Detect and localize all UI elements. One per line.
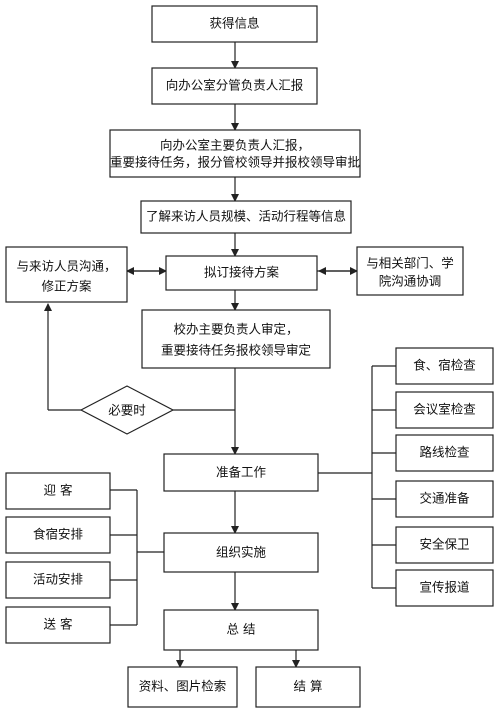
communicate-visitors-line1: 与来访人员沟通， (16, 259, 116, 274)
draft-plan-box: 拟订接待方案 (165, 255, 318, 291)
summary-label: 总 结 (227, 622, 256, 637)
archive-photos-box: 资料、图片检索 (127, 666, 238, 708)
left-item-farewell: 送 客 (5, 606, 111, 644)
report-office-head-line1: 向办公室主要负责人汇报， (160, 138, 310, 153)
office-head-review-line1: 校办主要负责人审定， (173, 322, 298, 337)
preparation-box: 准备工作 (163, 453, 319, 492)
when-necessary-label: 必要时 (108, 403, 146, 418)
archive-photos-label: 资料、图片检索 (139, 679, 227, 694)
connectors (44, 42, 396, 668)
obtain-info-box: 获得信息 (151, 5, 318, 43)
report-office-head-line2: 重要接待任务，报分管校领导并报校领导审批 (110, 155, 360, 170)
left-item-label: 迎 客 (44, 483, 73, 498)
draft-plan-label: 拟订接待方案 (204, 265, 280, 280)
obtain-info-label: 获得信息 (209, 16, 259, 31)
right-item-label: 宣传报道 (419, 580, 470, 595)
right-item-transport: 交通准备 (395, 480, 494, 518)
settlement-box: 结 算 (255, 666, 361, 708)
office-head-review-line2: 重要接待任务报校领导审定 (161, 343, 311, 358)
preparation-label: 准备工作 (216, 465, 267, 480)
right-item-meeting-room-check: 会议室检查 (395, 391, 494, 429)
right-item-security: 安全保卫 (395, 526, 494, 564)
coordinate-departments-line2: 院沟通协调 (379, 274, 442, 289)
report-office-head-box: 向办公室主要负责人汇报， 重要接待任务，报分管校领导并报校领导审批 (109, 129, 361, 178)
communicate-visitors-line2: 修正方案 (41, 279, 92, 294)
left-item-label: 活动安排 (33, 572, 84, 587)
left-item-label: 送 客 (44, 617, 73, 632)
understand-visitors-label: 了解来访人员规模、活动行程等信息 (146, 209, 346, 224)
right-item-label: 会议室检查 (413, 402, 476, 417)
report-office-deputy-label: 向办公室分管负责人汇报 (166, 78, 304, 93)
coordinate-departments-line1: 与相关部门、学 (366, 256, 454, 271)
left-item-accommodation: 食宿安排 (5, 516, 111, 554)
right-item-publicity: 宣传报道 (395, 569, 494, 607)
communicate-visitors-box: 与来访人员沟通， 修正方案 (5, 246, 128, 303)
left-item-welcome: 迎 客 (5, 472, 111, 510)
right-item-label: 食、宿检查 (413, 358, 476, 373)
left-item-activities: 活动安排 (5, 561, 111, 599)
right-item-lodging-check: 食、宿检查 (395, 347, 494, 385)
organize-implement-box: 组织实施 (163, 532, 319, 573)
right-item-label: 交通准备 (419, 491, 470, 506)
office-head-review-box: 校办主要负责人审定， 重要接待任务报校领导审定 (141, 309, 331, 369)
understand-visitors-box: 了解来访人员规模、活动行程等信息 (140, 200, 352, 234)
left-item-label: 食宿安排 (33, 527, 84, 542)
report-office-deputy-box: 向办公室分管负责人汇报 (151, 67, 318, 105)
when-necessary-decision: 必要时 (79, 385, 175, 435)
coordinate-departments-box: 与相关部门、学 院沟通协调 (356, 246, 464, 296)
settlement-label: 结 算 (294, 679, 323, 694)
right-item-label: 安全保卫 (419, 537, 469, 552)
right-item-label: 路线检查 (419, 445, 470, 460)
organize-implement-label: 组织实施 (216, 545, 267, 560)
right-item-route-check: 路线检查 (395, 434, 494, 472)
summary-box: 总 结 (163, 609, 319, 651)
